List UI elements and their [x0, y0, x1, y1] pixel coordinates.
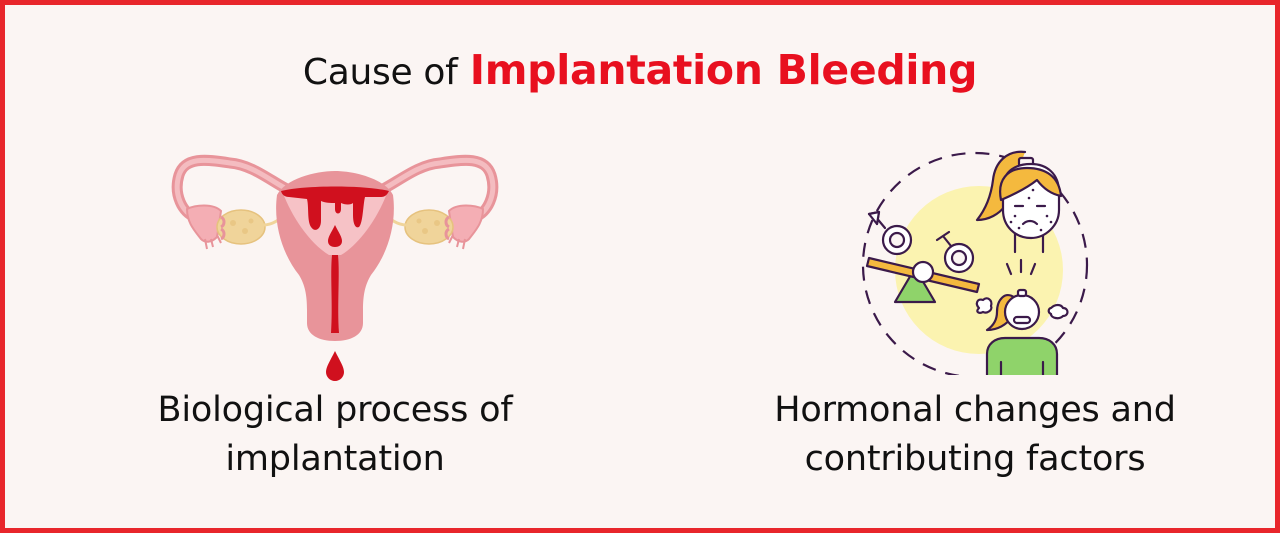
cause-caption-hormonal: Hormonal changes and contributing factor… — [705, 386, 1245, 484]
caption-line: contributing factors — [804, 439, 1146, 479]
cause-caption-biological: Biological process of implantation — [95, 386, 575, 484]
uterus-bleeding-icon — [165, 145, 505, 385]
hormonal-changes-icon — [855, 140, 1095, 379]
caption-line: implantation — [225, 439, 445, 479]
caption-line: Biological process of — [157, 390, 513, 430]
title-highlight: Implantation Bleeding — [469, 46, 978, 94]
page-title: Cause of Implantation Bleeding — [5, 43, 1275, 100]
title-prefix: Cause of — [302, 52, 458, 93]
caption-line: Hormonal changes and — [774, 390, 1176, 430]
